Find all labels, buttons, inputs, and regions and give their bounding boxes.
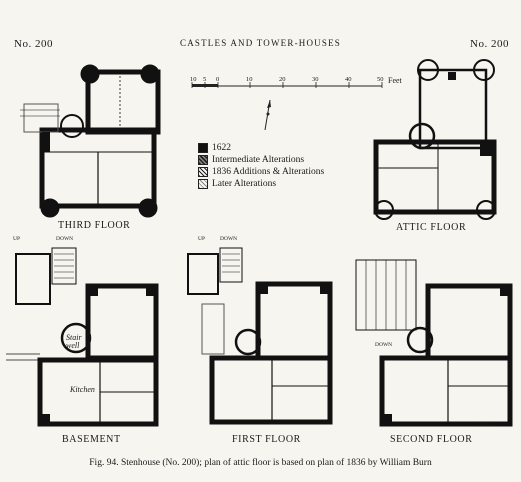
stair-well-label: Stair well bbox=[66, 333, 82, 350]
page-number-right: No. 200 bbox=[470, 38, 509, 50]
second-floor-down-label: DOWN bbox=[375, 342, 393, 348]
draughtsman-initials: C.S.T.C. bbox=[476, 422, 495, 428]
basement-plan bbox=[6, 247, 159, 427]
legend-swatch-intermediate bbox=[198, 155, 208, 165]
first-floor-plan bbox=[187, 247, 333, 425]
scale-tick-2: 0 bbox=[216, 76, 220, 83]
legend-item-1836: 1836 Additions & Alterations bbox=[198, 166, 324, 178]
third-floor-plan bbox=[20, 64, 161, 218]
first-floor-down-label: DOWN bbox=[220, 236, 238, 242]
basement-label: BASEMENT bbox=[62, 434, 121, 445]
legend-label-intermediate: Intermediate Alterations bbox=[212, 155, 305, 165]
attic-floor-plan bbox=[373, 59, 497, 220]
legend-label-later: Later Alterations bbox=[212, 179, 277, 189]
scale-tick-0: 10 bbox=[190, 76, 197, 83]
scale-tick-6: 40 bbox=[345, 76, 352, 83]
scale-tick-5: 30 bbox=[312, 76, 319, 83]
legend-label-1622: 1622 bbox=[212, 143, 231, 153]
second-floor-label: SECOND FLOOR bbox=[390, 434, 473, 445]
scale-tick-7: 50 bbox=[377, 76, 384, 83]
legend-swatch-1836 bbox=[198, 167, 208, 177]
first-floor-up-label: UP bbox=[198, 236, 206, 242]
figure-caption: Fig. 94. Stenhouse (No. 200); plan of at… bbox=[89, 458, 432, 468]
scale-tick-4: 20 bbox=[279, 76, 286, 83]
first-floor-label: FIRST FLOOR bbox=[232, 434, 301, 445]
kitchen-label: Kitchen bbox=[70, 385, 95, 394]
scale-bar bbox=[191, 82, 383, 88]
legend-item-later: Later Alterations bbox=[198, 178, 324, 190]
basement-down-label: DOWN bbox=[56, 236, 74, 242]
legend-swatch-later bbox=[198, 179, 208, 189]
scale-tick-1: 5 bbox=[203, 76, 207, 83]
scale-tick-3: 10 bbox=[246, 76, 253, 83]
attic-floor-label: ATTIC FLOOR bbox=[396, 222, 467, 233]
page-number-left: No. 200 bbox=[14, 38, 53, 50]
scale-unit: Feet bbox=[388, 76, 402, 85]
second-floor-plan bbox=[355, 259, 513, 427]
legend-label-1836: 1836 Additions & Alterations bbox=[212, 167, 325, 177]
legend-item-1622: 1622 bbox=[198, 142, 324, 154]
north-arrow-icon bbox=[264, 99, 271, 131]
basement-up-label: UP bbox=[13, 236, 21, 242]
legend-item-intermediate: Intermediate Alterations bbox=[198, 154, 324, 166]
page-title: CASTLES AND TOWER-HOUSES bbox=[180, 38, 341, 48]
third-floor-label: THIRD FLOOR bbox=[58, 220, 131, 231]
legend-swatch-1622 bbox=[198, 143, 208, 153]
legend: 1622 Intermediate Alterations 1836 Addit… bbox=[198, 142, 324, 190]
